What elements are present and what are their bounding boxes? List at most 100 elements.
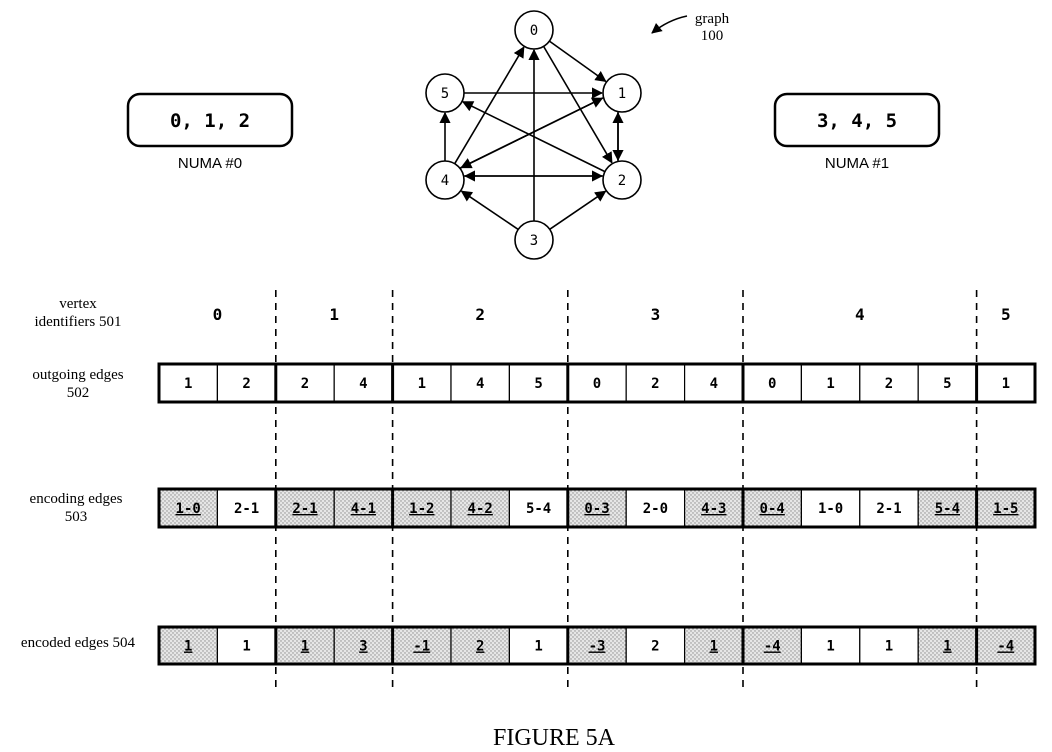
encoding-edges-cell-text: 2-1: [876, 501, 901, 517]
outgoing-edges-cell: [683, 363, 744, 403]
outgoing-edges-cell-text: 5: [534, 376, 542, 392]
outgoing-edges-cell-text: 1: [826, 376, 834, 392]
numa-0-box: [126, 92, 294, 148]
outgoing-edges-label-line1: outgoing edges: [32, 367, 123, 383]
encoded-edges-cell-text: 1: [943, 639, 951, 655]
encoded-edges-cell-text: -4: [764, 639, 781, 655]
encoded-edges-cell-text: 1: [242, 639, 250, 655]
numa-1-box: [773, 92, 941, 148]
encoded-edges-cell-text: 2: [651, 639, 659, 655]
graph-vertex-0: 0: [514, 10, 554, 50]
outgoing-edges-cell-text: 1: [418, 376, 426, 392]
encoding-edges-cell: [859, 488, 919, 528]
outgoing-edges-cell-text: 1: [184, 376, 192, 392]
outgoing-edges-cell: [216, 363, 277, 403]
encoded-edges-cell: [567, 626, 627, 665]
vertex-identifiers-label-line2: identifiers 501: [34, 314, 121, 330]
outgoing-edges-cell-text: 4: [476, 376, 484, 392]
encoded-edges-cell-text: -1: [413, 639, 430, 655]
encoded-edges-cell: [917, 626, 978, 665]
encoding-edges-label-line2: 503: [65, 509, 88, 525]
graph-edge-4-1: [459, 97, 604, 169]
encoded-edges-cell-text: 1: [885, 639, 893, 655]
encoded-edges-cell: [450, 626, 511, 665]
vertex-identifier-0: 0: [213, 305, 223, 324]
graph-vertex-circle: [425, 73, 465, 113]
encoding-edges-cell-text: 4-3: [701, 501, 726, 517]
outgoing-edges-cell-text: 1: [1002, 376, 1010, 392]
graph-edge-0-2: [542, 45, 613, 164]
numa-0: 0, 1, 2 NUMA #0: [126, 92, 294, 172]
outgoing-edges-cell-text: 4: [359, 376, 367, 392]
encoding-edges-cell-text: 5-4: [935, 501, 960, 517]
graph-vertex-label: 5: [441, 86, 449, 102]
graph-label-pointer: [651, 15, 688, 34]
encoded-edges-cell-text: 3: [359, 639, 367, 655]
outgoing-edges-label-line2: 502: [67, 385, 90, 401]
encoding-edges-cell-text: 1-0: [176, 501, 201, 517]
outgoing-edges-cell-text: 2: [242, 376, 250, 392]
encoded-edges-label: encoded edges 504: [21, 635, 136, 651]
outgoing-edges-border: [157, 362, 1037, 404]
encoding-edges-border: [157, 487, 1037, 529]
graph-vertex-3: 3: [514, 220, 554, 260]
encoded-edges-cell-text: 1: [710, 639, 718, 655]
encoded-edges-cell-text: 2: [476, 639, 484, 655]
graph-edge-4-0: [454, 46, 525, 165]
outgoing-edges-cell-text: 4: [710, 376, 718, 392]
outgoing-edges-cell: [625, 363, 686, 403]
encoded-edges-cell-text: -3: [589, 639, 606, 655]
outgoing-edges-cell: [975, 363, 1036, 403]
graph-edge-3-2: [549, 190, 607, 230]
outgoing-edges-cell-text: 0: [768, 376, 776, 392]
graph-vertex-label: 2: [618, 173, 626, 189]
graph-edge-3-4: [460, 190, 519, 231]
numa-1: 3, 4, 5 NUMA #1: [773, 92, 941, 172]
encoding-edges-cell-text: 4-1: [351, 501, 376, 517]
encoding-edges-cell-text: 0-3: [584, 501, 609, 517]
encoding-edges-cell-text: 2-0: [643, 501, 668, 517]
outgoing-edges-cell: [800, 363, 861, 403]
numa-1-content: 3, 4, 5: [817, 110, 897, 132]
graph-label-line1: graph: [695, 11, 730, 27]
graph-vertex-label: 4: [441, 173, 449, 189]
graph-vertex-2: 2: [602, 160, 642, 200]
outgoing-edges-cell-text: 2: [301, 376, 309, 392]
graph-vertex-circle: [425, 160, 465, 200]
encoding-edges-cell-text: 0-4: [760, 501, 785, 517]
vertex-identifier-5: 5: [1001, 305, 1011, 324]
graph-vertex-label: 0: [530, 23, 538, 39]
encoding-edges-cell: [917, 488, 978, 528]
graph-label-line2: 100: [701, 28, 724, 44]
encoding-edges-cell-text: 1-2: [409, 501, 434, 517]
vertex-identifier-1: 1: [329, 305, 339, 324]
graph-vertex-label: 3: [530, 233, 538, 249]
row-labels: vertex identifiers 501 outgoing edges 50…: [21, 296, 136, 651]
encoded-edges-cell-text: -4: [997, 639, 1014, 655]
encoding-edges-cell-text: 4-2: [468, 501, 493, 517]
encoding-edges-cell-text: 2-1: [234, 501, 259, 517]
encoded-edges-cell-text: 1: [301, 639, 309, 655]
outgoing-edges-cell-text: 0: [593, 376, 601, 392]
outgoing-edges-cell-text: 2: [885, 376, 893, 392]
graph-vertex-circle: [602, 160, 642, 200]
figure-caption: FIGURE 5A: [493, 725, 616, 751]
encoding-edges-cell-text: 5-4: [526, 501, 551, 517]
encoding-edges-label-line1: encoding edges: [30, 491, 123, 507]
graph-edges: [439, 40, 624, 231]
encoded-edges-cell: [333, 626, 394, 665]
vertex-identifier-3: 3: [651, 305, 661, 324]
vertex-identifier-2: 2: [475, 305, 485, 324]
encoded-edges-cell: [859, 626, 919, 665]
vertex-identifier-4: 4: [855, 305, 865, 324]
outgoing-edges-cell-text: 5: [943, 376, 951, 392]
encoded-edges-cell-text: 1: [534, 639, 542, 655]
graph-vertex-circle: [602, 73, 642, 113]
encoded-edges-cell: [508, 626, 569, 665]
vertex-identifiers-label-line1: vertex: [59, 296, 97, 312]
graph-label: graph 100: [651, 11, 730, 44]
